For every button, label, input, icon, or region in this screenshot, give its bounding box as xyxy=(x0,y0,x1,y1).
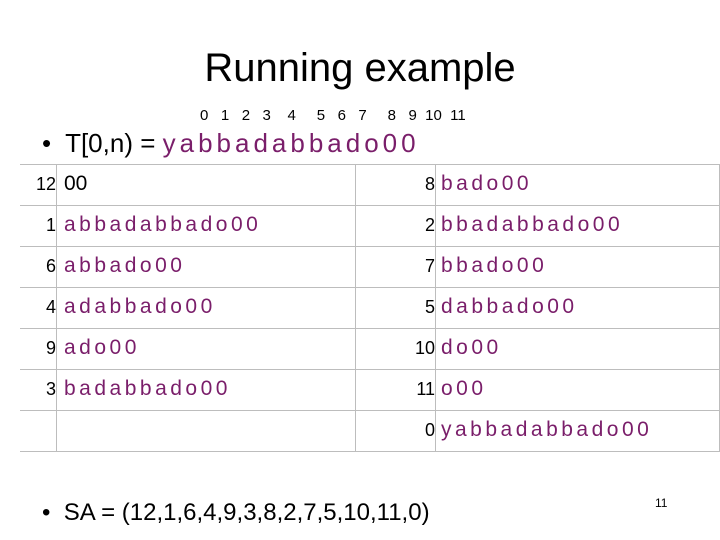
slide-title: Running example xyxy=(204,46,516,90)
suffix-index: 3 xyxy=(45,379,56,399)
suffix-index: 0 xyxy=(424,420,435,440)
suffix-row: 12 00 xyxy=(20,164,355,205)
suffix-row: 0 yabbadabbado00 xyxy=(355,410,720,451)
suffix-row: 3 badabbado00 xyxy=(20,369,355,410)
suffix-index: 5 xyxy=(424,297,435,317)
text-definition-label: • T[0,n) = xyxy=(42,128,163,158)
suffix-row xyxy=(20,410,355,451)
suffix-table: 12 00 1 abbadabbado00 6 abbado00 4 adabb… xyxy=(20,164,720,454)
table-rule xyxy=(56,164,57,452)
suffix-text: o00 xyxy=(441,377,487,400)
suffix-index: 10 xyxy=(414,338,435,358)
suffix-index: 9 xyxy=(45,338,56,358)
suffix-row: 8 bado00 xyxy=(355,164,720,205)
suffix-array-line: • SA = (12,1,6,4,9,3,8,2,7,5,10,11,0) xyxy=(42,499,430,526)
suffix-index: 12 xyxy=(35,174,56,194)
suffix-row: 2 bbadabbado00 xyxy=(355,205,720,246)
suffix-index: 1 xyxy=(45,215,56,235)
suffix-row: 1 abbadabbado00 xyxy=(20,205,355,246)
suffix-index: 11 xyxy=(416,379,435,399)
suffix-row: 11 o00 xyxy=(355,369,720,410)
table-rule xyxy=(20,164,720,165)
suffix-text: abbadabbado00 xyxy=(64,213,262,236)
suffix-index: 6 xyxy=(45,256,56,276)
table-rule xyxy=(20,328,720,329)
table-rule xyxy=(20,369,720,370)
suffix-row: 9 ado00 xyxy=(20,328,355,369)
text-definition-line: • T[0,n) = yabbadabbado00 xyxy=(42,128,420,158)
table-rule xyxy=(355,164,356,452)
suffix-index: 7 xyxy=(424,256,435,276)
table-rule xyxy=(20,205,720,206)
suffix-row: 6 abbado00 xyxy=(20,246,355,287)
suffix-index: 8 xyxy=(424,174,435,194)
suffix-index: 2 xyxy=(424,215,435,235)
table-rule xyxy=(20,287,720,288)
position-indices: 0 1 2 3 4 5 6 7 8 9 10 11 xyxy=(200,107,466,124)
suffix-text: do00 xyxy=(441,336,502,359)
suffix-row: 4 adabbado00 xyxy=(20,287,355,328)
suffix-text: badabbado00 xyxy=(64,377,231,400)
suffix-text: ado00 xyxy=(64,336,140,359)
table-rule xyxy=(20,246,720,247)
text-string: yabbadabbado00 xyxy=(162,128,420,158)
suffix-index: 4 xyxy=(45,297,56,317)
suffix-row: 7 bbado00 xyxy=(355,246,720,287)
suffix-text: adabbado00 xyxy=(64,295,216,318)
suffix-row: 10 do00 xyxy=(355,328,720,369)
suffix-text: bado00 xyxy=(441,172,533,195)
suffix-row: 5 dabbado00 xyxy=(355,287,720,328)
suffix-text: yabbadabbado00 xyxy=(441,418,653,441)
suffix-text: bbadabbado00 xyxy=(441,213,624,236)
table-rule xyxy=(20,410,720,411)
table-rule xyxy=(20,451,720,452)
table-rule xyxy=(435,164,436,452)
suffix-text: dabbado00 xyxy=(441,295,578,318)
suffix-text: abbado00 xyxy=(64,254,186,277)
suffix-text: 00 xyxy=(64,172,88,195)
suffix-text: bbado00 xyxy=(441,254,548,277)
page-number: 11 xyxy=(655,496,668,510)
